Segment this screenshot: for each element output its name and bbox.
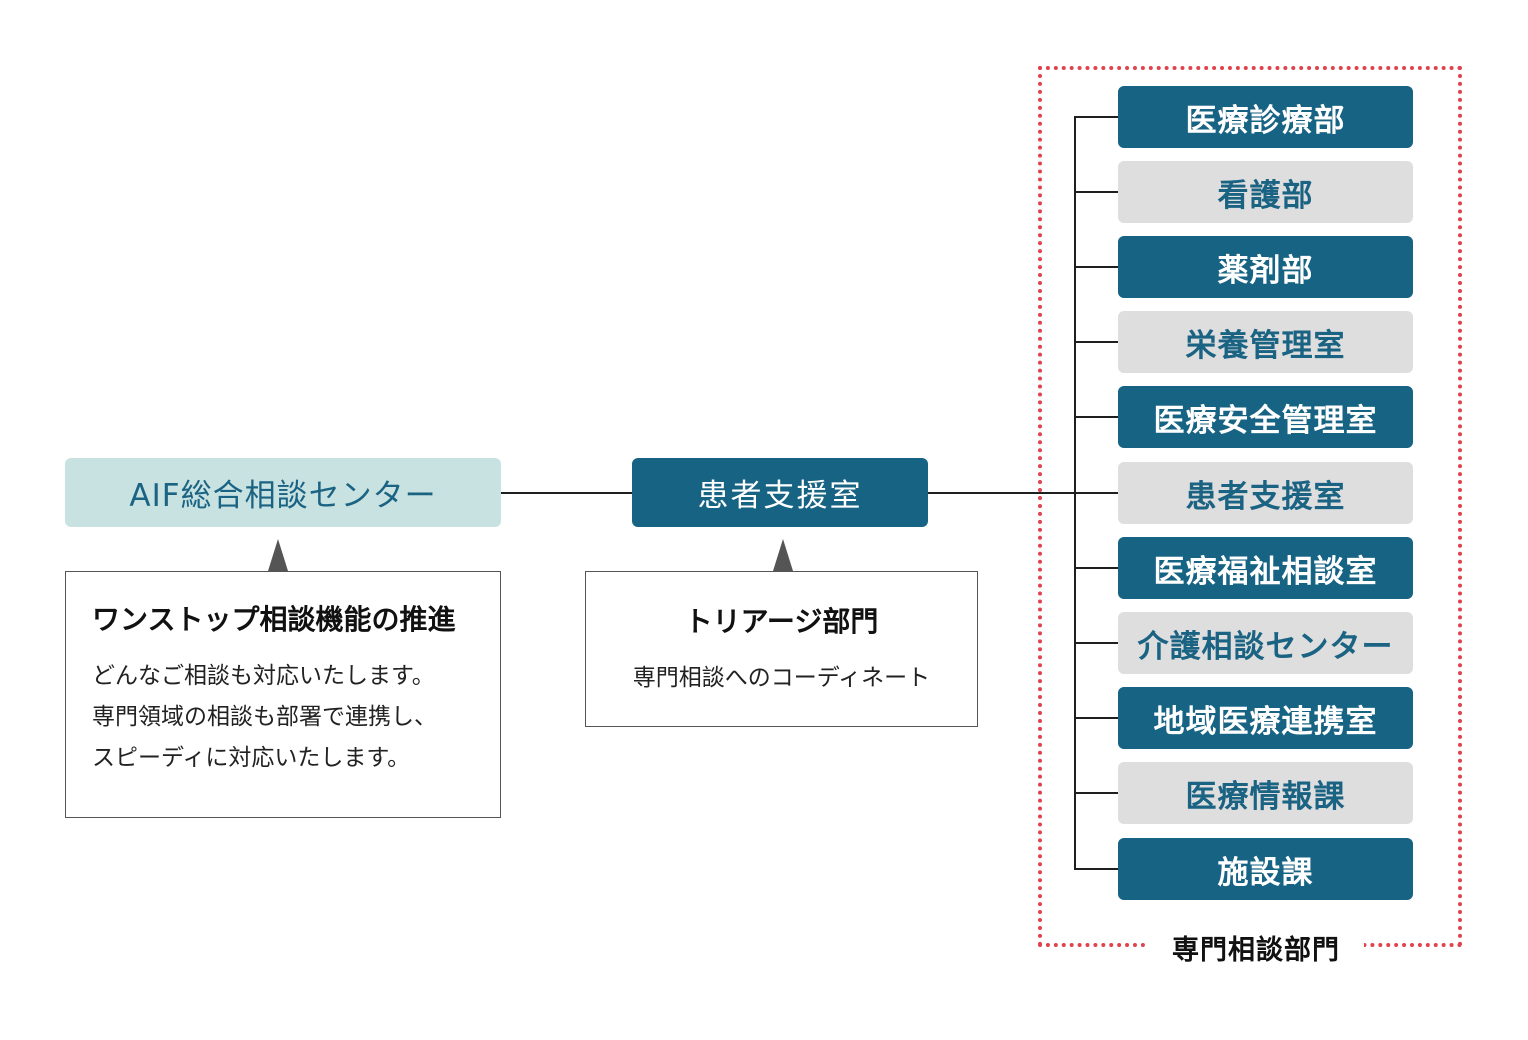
department-label: 看護部 <box>1217 177 1314 214</box>
department-label: 医療福祉相談室 <box>1153 553 1378 590</box>
patient-support-box: 患者支援室 <box>632 458 928 527</box>
department-label: 栄養管理室 <box>1185 327 1346 364</box>
department-box: 医療情報課 <box>1118 762 1413 824</box>
department-box: 地域医療連携室 <box>1118 687 1413 749</box>
consultation-center-label: AIF総合相談センター <box>129 478 437 514</box>
tree-branch <box>1074 341 1118 343</box>
department-box: 栄養管理室 <box>1118 311 1413 373</box>
tree-branch <box>1074 492 1118 494</box>
center-description-line: スピーディに対応いたします。 <box>92 745 411 771</box>
connector-center-support <box>501 492 632 494</box>
department-box: 患者支援室 <box>1118 462 1413 524</box>
department-box: 医療安全管理室 <box>1118 386 1413 448</box>
tree-branch <box>1074 416 1118 418</box>
department-label: 患者支援室 <box>1185 478 1346 515</box>
department-box: 施設課 <box>1118 838 1413 900</box>
department-box: 看護部 <box>1118 161 1413 223</box>
tree-branch <box>1074 567 1118 569</box>
consultation-center-box: AIF総合相談センター <box>65 458 501 527</box>
department-box: 医療福祉相談室 <box>1118 537 1413 599</box>
support-description-title: トリアージ部門 <box>684 605 879 638</box>
tree-branch <box>1074 792 1118 794</box>
center-description-line: 専門領域の相談も部署で連携し、 <box>92 704 437 730</box>
department-label: 介護相談センター <box>1137 628 1394 665</box>
department-label: 薬剤部 <box>1217 252 1314 289</box>
center-description-body: どんなご相談も対応いたします。 専門領域の相談も部署で連携し、 スピーディに対応… <box>92 656 500 779</box>
arrow-up-icon <box>773 539 793 571</box>
tree-branch <box>1074 642 1118 644</box>
arrow-up-icon <box>268 539 288 571</box>
department-label: 医療安全管理室 <box>1153 402 1378 439</box>
department-box: 薬剤部 <box>1118 236 1413 298</box>
support-description-box: トリアージ部門 専門相談へのコーディネート <box>585 571 978 727</box>
center-description-line: どんなご相談も対応いたします。 <box>92 663 435 689</box>
tree-branch <box>1074 266 1118 268</box>
department-label: 地域医療連携室 <box>1153 703 1378 740</box>
patient-support-label: 患者支援室 <box>697 478 863 514</box>
department-box: 医療診療部 <box>1118 86 1413 148</box>
tree-branch <box>1074 191 1118 193</box>
tree-branch <box>1074 116 1118 118</box>
center-description-title: ワンストップ相談機能の推進 <box>92 603 456 636</box>
department-label: 施設課 <box>1217 854 1314 891</box>
departments-group-label: 専門相談部門 <box>1148 926 1364 968</box>
connector-support-tree <box>928 492 1075 494</box>
center-description-box: ワンストップ相談機能の推進 どんなご相談も対応いたします。 専門領域の相談も部署… <box>65 571 501 818</box>
tree-branch <box>1074 717 1118 719</box>
department-box: 介護相談センター <box>1118 612 1413 674</box>
support-description-body: 専門相談へのコーディネート <box>632 665 931 691</box>
tree-branch <box>1074 868 1118 870</box>
department-label: 医療診療部 <box>1185 102 1346 139</box>
department-label: 医療情報課 <box>1185 778 1346 815</box>
